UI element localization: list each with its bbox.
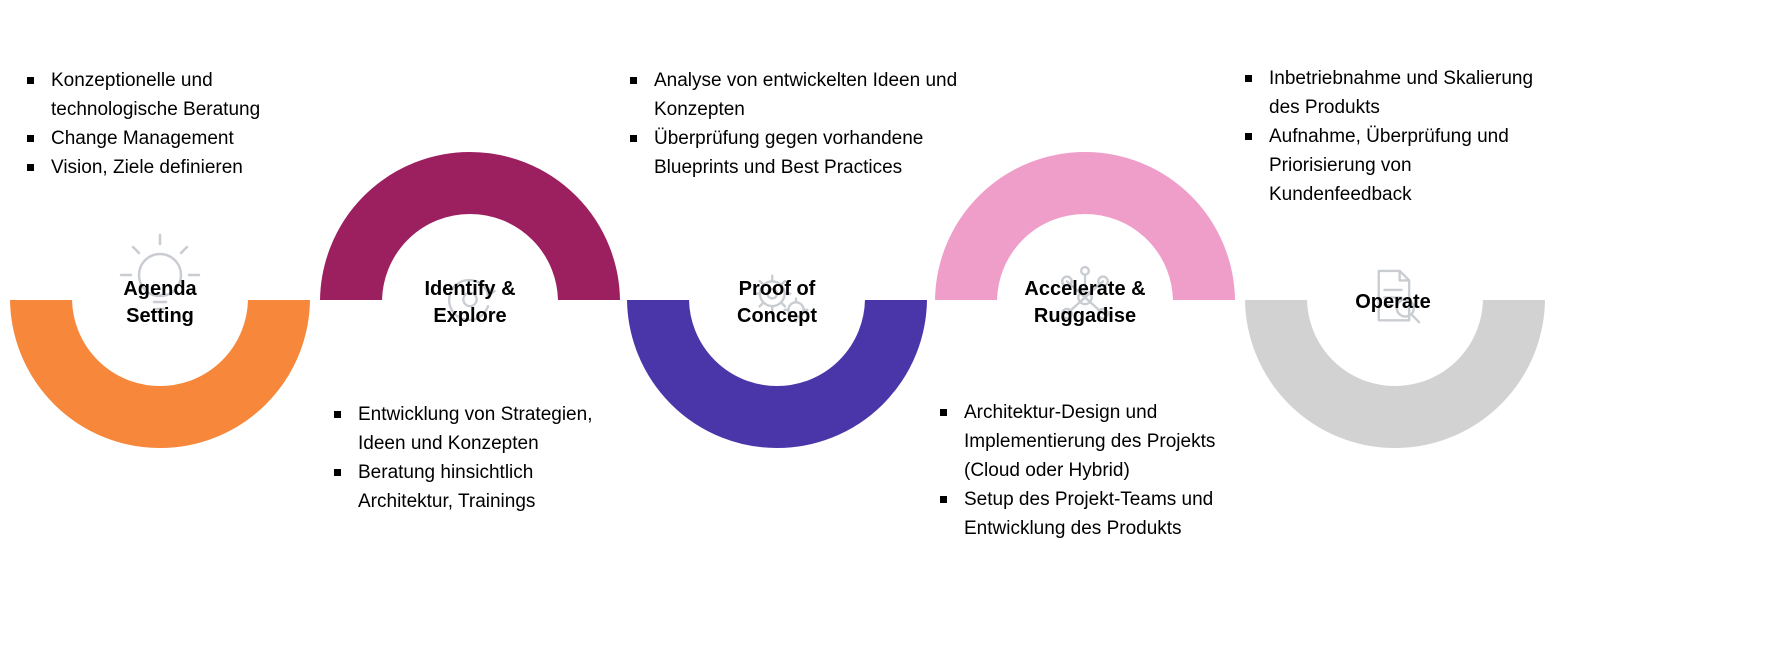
bullet-item: Inbetriebnahme und Skalierung des Produk… <box>1243 64 1553 122</box>
arc-accelerate-ruggadise <box>935 152 1235 300</box>
network-icon <box>1038 250 1133 350</box>
bullet-item: Change Management <box>25 124 285 153</box>
bullet-item: Vision, Ziele definieren <box>25 153 285 182</box>
bullet-item: Beratung hinsichtlich Architektur, Train… <box>332 458 632 516</box>
gears-icon <box>730 250 825 350</box>
stage-title-operate: Operate <box>1288 289 1498 316</box>
arc-agenda-setting <box>10 300 310 448</box>
stage-title-identify-explore: Identify & Explore <box>365 276 575 330</box>
arc-proof-of-concept <box>627 300 927 448</box>
stage-title-accelerate-ruggadise: Accelerate & Ruggadise <box>980 276 1190 330</box>
title-line: Concept <box>737 305 817 327</box>
bullets-operate: Inbetriebnahme und Skalierung des Produk… <box>1243 64 1553 209</box>
bullets-identify-explore: Entwicklung von Strategien, Ideen und Ko… <box>332 400 632 516</box>
bullet-item: Konzeptionelle und technologische Beratu… <box>25 66 285 124</box>
stage-title-proof-of-concept: Proof of Concept <box>672 276 882 330</box>
title-line: Proof of <box>738 278 816 300</box>
stage-title-agenda-setting: Agenda Setting <box>55 276 265 330</box>
bullets-proof-of-concept: Analyse von entwickelten Ideen und Konze… <box>628 66 958 182</box>
bullet-item: Aufnahme, Überprüfung und Priorisierung … <box>1243 122 1553 209</box>
title-line: Accelerate & <box>1024 278 1146 300</box>
bullet-item: Überprüfung gegen vorhandene Blueprints … <box>628 124 958 182</box>
lightbulb-icon <box>110 230 210 345</box>
title-line: Agenda <box>123 278 197 300</box>
cycle-arrows-icon <box>423 252 518 352</box>
bullets-accelerate-ruggadise: Architektur-Design und Implementierung d… <box>938 398 1238 543</box>
title-line: Explore <box>433 305 507 327</box>
title-line: Ruggadise <box>1033 305 1137 327</box>
bullet-item: Entwicklung von Strategien, Ideen und Ko… <box>332 400 632 458</box>
bullet-item: Setup des Projekt-Teams und Entwicklung … <box>938 485 1238 543</box>
document-search-icon <box>1346 250 1441 350</box>
title-line: Identify & <box>424 278 516 300</box>
bullets-agenda-setting: Konzeptionelle und technologische Beratu… <box>25 66 285 182</box>
arc-identify-explore <box>320 152 620 300</box>
title-line: Operate <box>1355 291 1431 313</box>
bullet-item: Analyse von entwickelten Ideen und Konze… <box>628 66 958 124</box>
title-line: Setting <box>126 305 194 327</box>
arc-operate <box>1245 300 1545 448</box>
bullet-item: Architektur-Design und Implementierung d… <box>938 398 1238 485</box>
